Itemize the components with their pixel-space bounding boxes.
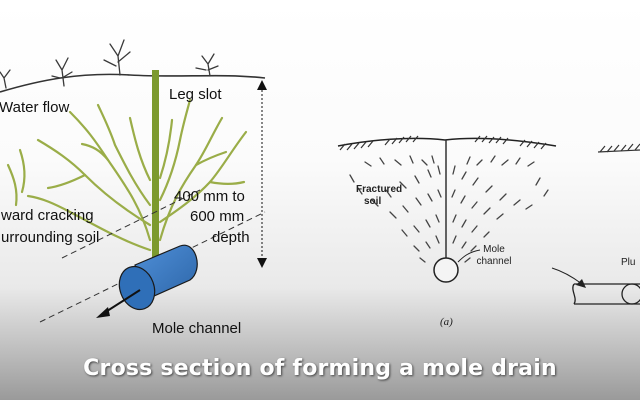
cracking-label-line2: urrounding soil [1,229,100,246]
depth-label-line3: depth [212,229,250,246]
left-diagram [0,39,267,323]
soil-crack-lines [6,98,248,252]
plug-leader [551,267,583,285]
right-mole-label-line1: Mole [483,244,505,255]
plug-shape [572,283,640,305]
cracking-label-line1: ward cracking [1,207,94,224]
pull-direction-arrow [96,289,141,318]
leg-slot [152,70,159,260]
mole-channel-label: Mole channel [152,320,242,337]
fracture-marks [349,155,549,263]
plug-label: Plu [621,257,636,268]
ground-hatching [339,135,640,153]
surface-plants [0,39,219,89]
fractured-label-line2: soil [364,196,382,207]
figure-label: (a) [440,316,453,328]
right-ground-line [337,137,557,147]
right-mole-channel [433,257,459,283]
depth-dimension [257,80,267,268]
depth-label-line1: 400 mm to [174,188,245,205]
mole-channel-leader [457,249,481,263]
ground-surface-line [0,73,266,93]
right-mole-label-line2: channel [476,256,512,267]
fractured-label-line1: Fractured [356,184,403,195]
right-diagram [337,135,640,305]
leg-slot-label: Leg slot [169,86,222,103]
figure-caption: Cross section of forming a mole drain [83,356,557,381]
depth-label-line2: 600 mm [190,208,245,225]
water-flow-label: Water flow [0,99,70,116]
